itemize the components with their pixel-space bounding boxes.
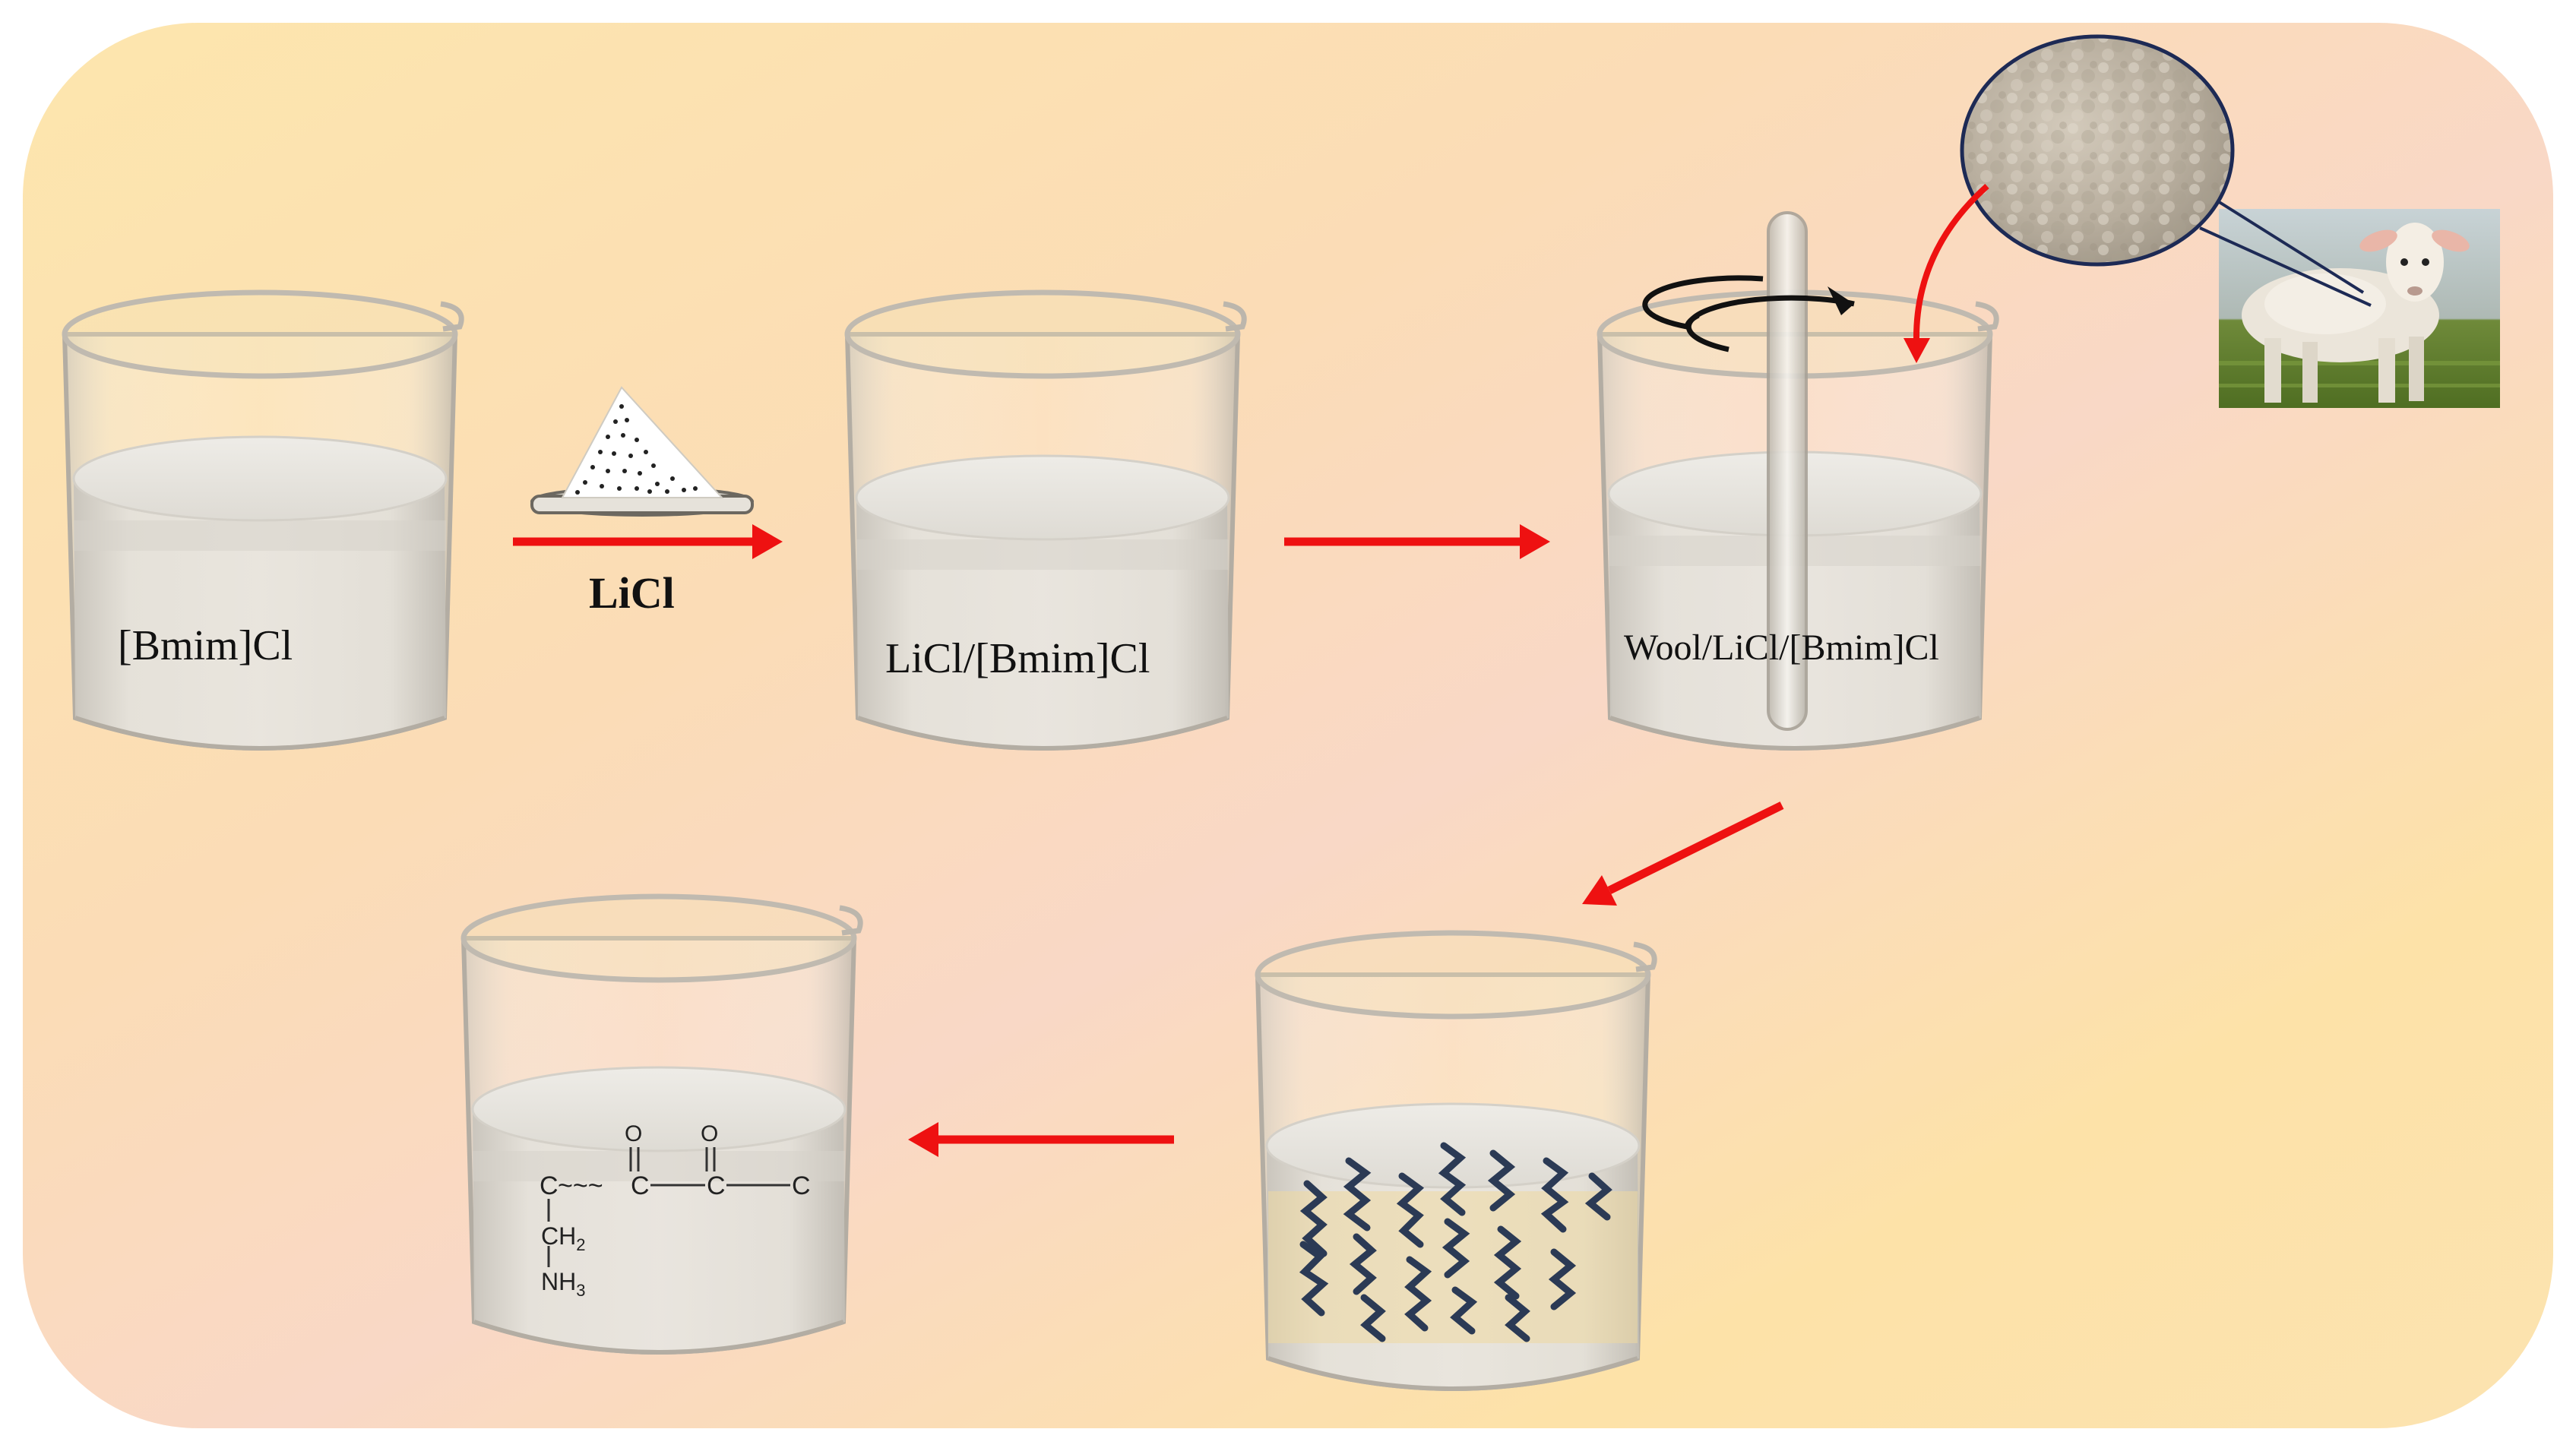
chain-wavy: ~~~ [558, 1171, 603, 1200]
sheep-photo-icon [2219, 209, 2500, 408]
arrow-down-left [1582, 801, 1784, 906]
rotation-arrow-icon [1642, 275, 1855, 353]
beaker-wool-licl-bmimcl: Wool/LiCl/[Bmim]Cl [1597, 211, 1999, 751]
group-nh3: NH3 [541, 1268, 585, 1300]
atom-c-mid: C [631, 1171, 650, 1200]
beaker-shape [844, 289, 1247, 751]
beaker-label: Wool/LiCl/[Bmim]Cl [1624, 628, 1939, 668]
beaker-dissolved-fibers [1255, 930, 1657, 1391]
atom-c-right: C [792, 1171, 811, 1200]
chemical-structure: C ~~~ C C C O O CH2 NH3 [540, 1121, 811, 1300]
beaker-shape [62, 289, 464, 751]
atom-c-mid2: C [707, 1171, 726, 1200]
arrow-add-licl [513, 524, 783, 559]
group-ch2: CH2 [541, 1222, 585, 1254]
arrow-wool-into-beaker [1904, 184, 1989, 363]
beaker-licl-bmimcl: LiCl/[Bmim]Cl [844, 289, 1247, 751]
atom-o-1: O [625, 1121, 642, 1146]
protein-fibers [1299, 1142, 1612, 1342]
wool-closeup-icon [1960, 34, 2372, 307]
beaker-label: [Bmim]Cl [118, 622, 293, 669]
beaker-label: LiCl/[Bmim]Cl [885, 635, 1150, 682]
arrow-left [908, 1122, 1174, 1157]
arrow-right-2 [1284, 524, 1550, 559]
stir-rod [1767, 211, 1808, 731]
licl-powder-dish-icon [530, 386, 754, 517]
beaker-shape [460, 893, 863, 1355]
beaker-bmimcl: [Bmim]Cl [62, 289, 464, 751]
reagent-label: LiCl [589, 568, 675, 618]
beaker-keratin-product: C ~~~ C C C O O CH2 NH3 [460, 893, 863, 1355]
atom-c-left: C [540, 1171, 559, 1200]
atom-o-2: O [701, 1121, 718, 1146]
